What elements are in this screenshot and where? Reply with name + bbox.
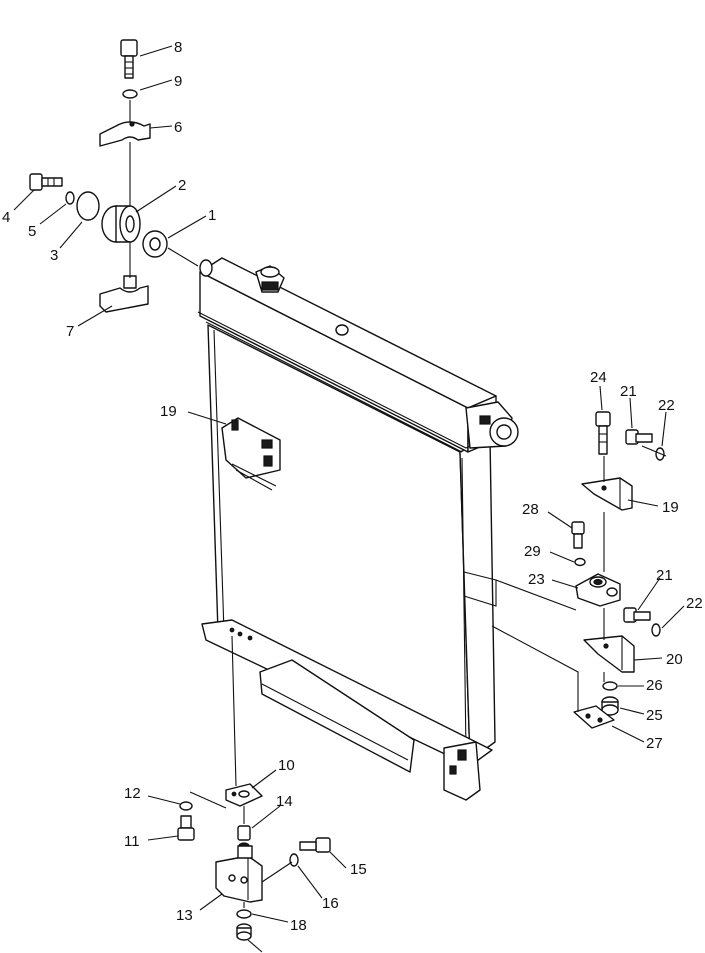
lower-tank <box>259 659 415 773</box>
radiator-cap <box>255 265 285 293</box>
washer-18 <box>236 909 252 919</box>
callout-7: 7 <box>66 323 74 340</box>
bolt-15 <box>299 837 331 853</box>
callout-25: 25 <box>646 707 663 724</box>
callout-27: 27 <box>646 735 663 752</box>
bolt-21-lower <box>623 607 651 623</box>
bracket-20 <box>583 635 635 673</box>
callout-5: 5 <box>28 223 36 240</box>
lower-right-mount <box>443 741 481 801</box>
bolt-24 <box>595 411 611 455</box>
callout-8: 8 <box>174 39 182 56</box>
core-bracket-left <box>221 417 281 491</box>
washer-9 <box>122 89 138 99</box>
callout-26: 26 <box>646 677 663 694</box>
washer-1 <box>142 230 168 258</box>
callout-16: 16 <box>322 895 339 912</box>
callout-22-lower: 22 <box>686 595 703 612</box>
callout-18: 18 <box>290 917 307 934</box>
callout-1: 1 <box>208 207 216 224</box>
bracket-13 <box>215 845 263 903</box>
callout-20: 20 <box>666 651 683 668</box>
callout-14: 14 <box>276 793 293 810</box>
lower-frame <box>201 619 493 767</box>
callout-6: 6 <box>174 119 182 136</box>
callout-19-right: 19 <box>662 499 679 516</box>
callout-13: 13 <box>176 907 193 924</box>
bolt-8 <box>120 39 138 79</box>
washer-5 <box>65 191 75 205</box>
callout-12: 12 <box>124 785 141 802</box>
washer-26 <box>602 681 618 691</box>
inlet-stub <box>199 259 213 277</box>
callout-9: 9 <box>174 73 182 90</box>
clamp-lower-7 <box>99 275 149 313</box>
callout-22-upper: 22 <box>658 397 675 414</box>
callout-4: 4 <box>2 209 10 226</box>
washer-29 <box>574 557 586 567</box>
cushion-25 <box>601 696 619 716</box>
bracket-19-right <box>581 477 633 511</box>
callout-labels: 8 9 6 2 1 4 5 3 7 19 24 21 22 19 28 29 2… <box>2 39 703 934</box>
callout-10: 10 <box>278 757 295 774</box>
leader-lines <box>13 45 685 953</box>
callout-3: 3 <box>50 247 58 264</box>
callout-28: 28 <box>522 501 539 518</box>
bracket-10 <box>225 783 263 807</box>
washer-12 <box>179 801 193 811</box>
bolt-4 <box>29 173 63 191</box>
radiator-assembly <box>197 257 519 801</box>
callout-23: 23 <box>528 571 545 588</box>
callout-29: 29 <box>524 543 541 560</box>
cushion-bottom <box>236 923 252 941</box>
bolt-11 <box>177 815 195 841</box>
callout-2: 2 <box>178 177 186 194</box>
clamp-upper-6 <box>99 121 151 147</box>
cushion-block-23 <box>575 573 621 607</box>
bolt-21-upper <box>625 429 653 445</box>
washer-16 <box>289 853 299 867</box>
callout-15: 15 <box>350 861 367 878</box>
outlet-fitting <box>465 401 519 449</box>
callout-11: 11 <box>124 833 140 850</box>
plate-27 <box>573 705 615 729</box>
callout-19-left: 19 <box>160 403 177 420</box>
bolt-28 <box>571 521 585 549</box>
washer-22-lower <box>651 623 661 637</box>
callout-21-upper: 21 <box>620 383 637 400</box>
bushing-2 <box>101 205 141 243</box>
callout-21-lower: 21 <box>656 567 673 584</box>
plate-washer-3 <box>76 191 100 221</box>
callout-24: 24 <box>590 369 607 386</box>
